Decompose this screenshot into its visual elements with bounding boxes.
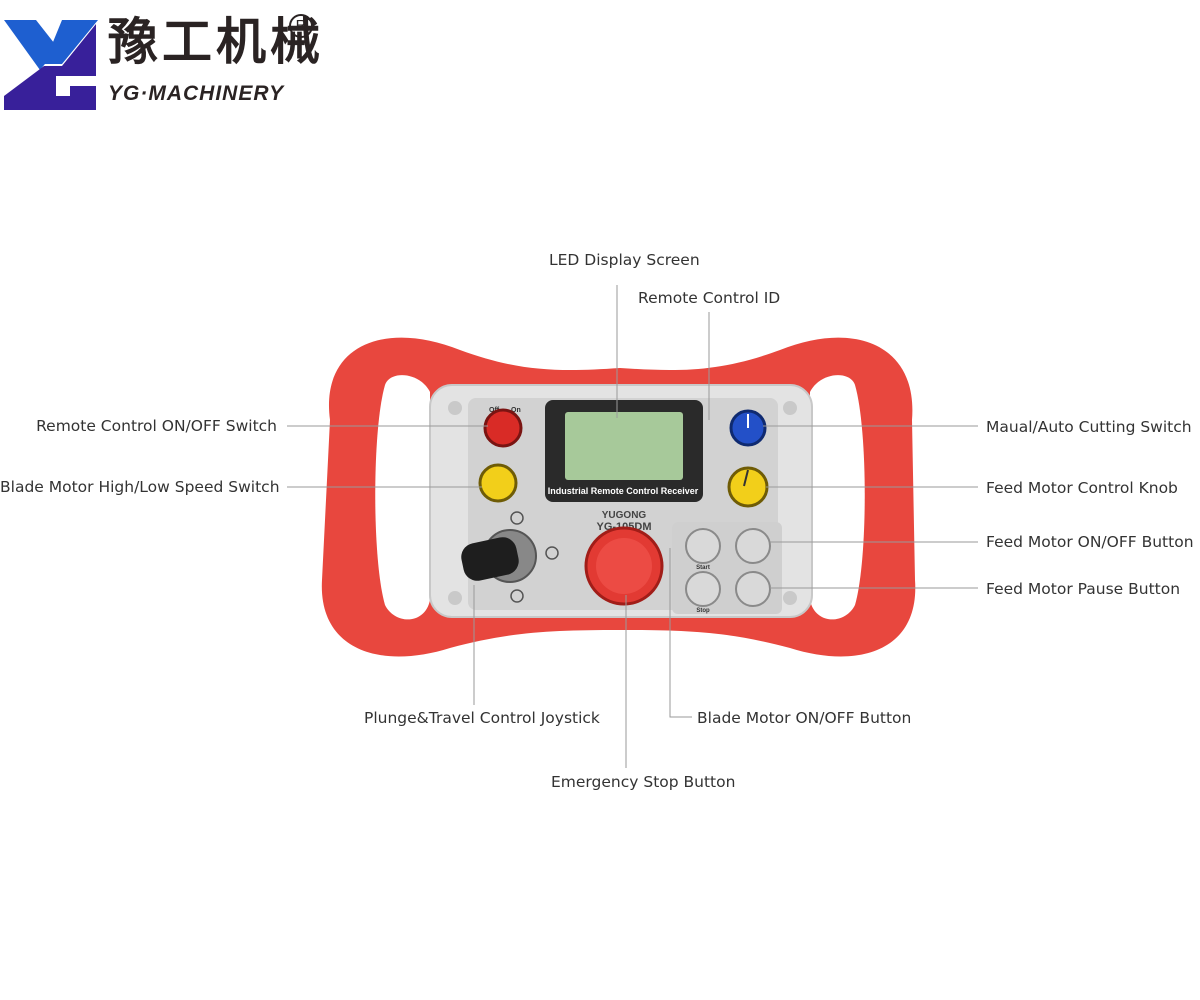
emergency-stop-button[interactable] (584, 526, 664, 606)
device-maker: YUGONG (602, 510, 647, 521)
speed-switch-knob[interactable] (478, 463, 518, 503)
callout-manual-auto-cutting-switch: Maual/Auto Cutting Switch (986, 418, 1192, 436)
push-buttons: Start Stop (672, 522, 782, 614)
callout-feed-motor-pause-button: Feed Motor Pause Button (986, 580, 1181, 598)
leader-lines (287, 285, 978, 768)
callout-feed-motor-control-knob: Feed Motor Control Knob (986, 479, 1178, 497)
blade-stop-button[interactable] (685, 571, 721, 607)
brand-name-cn: 豫工机械 (108, 13, 324, 71)
callout-blade-motor-speed-switch: Blade Motor High/Low Speed Switch (0, 478, 280, 496)
callout-feed-motor-on-off-button: Feed Motor ON/OFF Button (986, 533, 1194, 551)
brand-name-en: YG·MACHINERY (108, 82, 285, 105)
led-display: Industrial Remote Control Receiver (545, 400, 703, 502)
callout-emergency-stop-button: Emergency Stop Button (551, 773, 736, 791)
stop-label: Stop (696, 608, 710, 614)
brand-logo: 豫工机械 YG·MACHINERY R (0, 0, 330, 120)
blade-start-button[interactable] (685, 528, 721, 564)
on-label: On (511, 407, 521, 414)
feed-pause-button[interactable] (735, 571, 771, 607)
off-label: Off (489, 407, 500, 414)
yg-logo-icon (4, 20, 98, 110)
registered-trademark-icon: R (289, 14, 313, 38)
callout-remote-control-on-off-switch: Remote Control ON/OFF Switch (36, 417, 277, 435)
start-label: Start (696, 565, 710, 571)
callout-plunge-travel-joystick: Plunge&Travel Control Joystick (364, 709, 600, 727)
power-switch-knob[interactable] (483, 408, 523, 448)
callout-blade-motor-on-off-button: Blade Motor ON/OFF Button (697, 709, 912, 727)
feed-start-button[interactable] (735, 528, 771, 564)
callout-led-display-screen: LED Display Screen (549, 251, 700, 269)
joystick[interactable] (459, 529, 537, 583)
screen-caption: Industrial Remote Control Receiver (548, 486, 699, 496)
callout-remote-control-id: Remote Control ID (638, 289, 781, 307)
